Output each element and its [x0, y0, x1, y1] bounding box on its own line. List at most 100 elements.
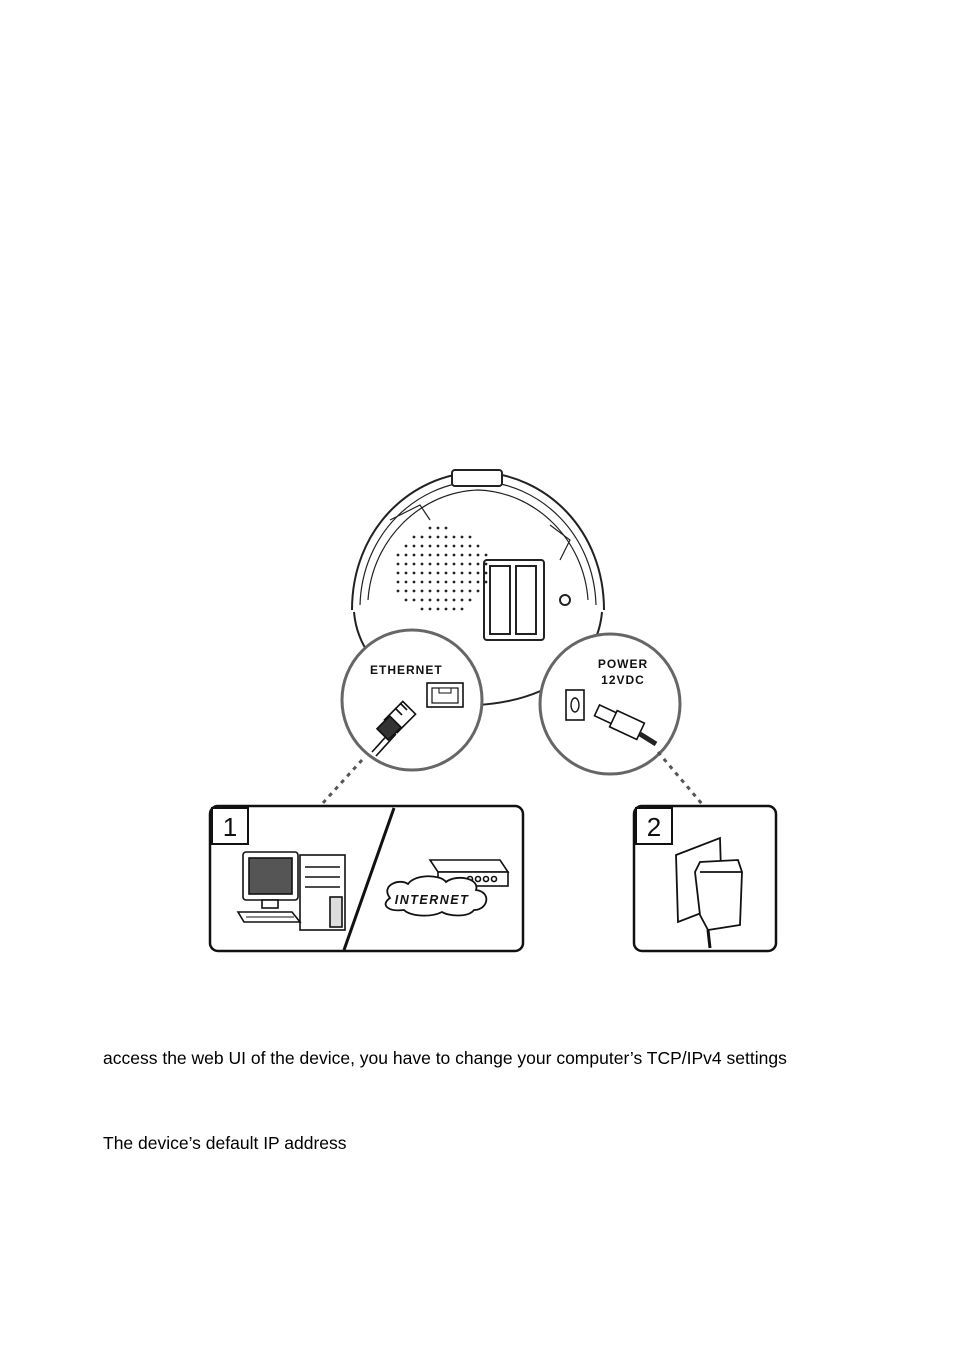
vent-dot [420, 562, 424, 566]
vent-dot [476, 544, 480, 548]
step-1-panel: 1 INTERNET [208, 804, 525, 953]
vent-dot [436, 526, 440, 530]
vent-dot [396, 571, 400, 575]
vent-dot [404, 580, 408, 584]
vent-dot [444, 571, 448, 575]
vent-dot [396, 553, 400, 557]
vent-dot [404, 544, 408, 548]
vent-dot [460, 589, 464, 593]
ethernet-label: ETHERNET [370, 663, 443, 677]
vent-dots [396, 526, 488, 611]
vent-dot [412, 553, 416, 557]
vent-dot [476, 580, 480, 584]
vent-dot [444, 544, 448, 548]
vent-dot [476, 553, 480, 557]
power-zoom-circle: POWER 12VDC [538, 632, 682, 776]
vent-dot [444, 535, 448, 539]
vent-dot [420, 553, 424, 557]
vent-dot [452, 580, 456, 584]
vent-dot [484, 562, 488, 566]
vent-dot [396, 580, 400, 584]
vent-dot [420, 544, 424, 548]
vent-dot [412, 544, 416, 548]
vent-dot [452, 562, 456, 566]
vent-dot [428, 580, 432, 584]
vent-dot [412, 598, 416, 602]
vent-dot [468, 580, 472, 584]
vent-dot [452, 535, 456, 539]
vent-dot [484, 571, 488, 575]
leader-line-2 [656, 751, 704, 805]
vent-dot [452, 553, 456, 557]
ethernet-zoom-circle: ETHERNET [340, 628, 484, 772]
vent-dot [428, 598, 432, 602]
vent-dot [436, 571, 440, 575]
vent-dot [404, 589, 408, 593]
vent-dot [484, 553, 488, 557]
vent-dot [404, 571, 408, 575]
ethernet-port-icon [426, 682, 464, 708]
desktop-computer-icon [236, 851, 346, 931]
vent-dot [444, 526, 448, 530]
vent-dot [420, 571, 424, 575]
vent-dot [476, 589, 480, 593]
step-2-panel: 2 [632, 804, 778, 953]
vent-dot [460, 607, 464, 611]
leader-line-1 [320, 758, 364, 806]
vent-dot [420, 589, 424, 593]
vent-dot [404, 598, 408, 602]
vent-dot [436, 535, 440, 539]
vent-dot [468, 553, 472, 557]
vent-dot [428, 571, 432, 575]
vent-dot [444, 562, 448, 566]
vent-dot [444, 580, 448, 584]
vent-dot [412, 580, 416, 584]
vent-dot [404, 562, 408, 566]
connection-diagram: ETHERNET POWER 12VDC [208, 469, 778, 953]
vent-dot [436, 562, 440, 566]
vent-dot [460, 535, 464, 539]
vent-dot [428, 589, 432, 593]
vent-dot [436, 553, 440, 557]
vent-dot [444, 589, 448, 593]
vent-dot [460, 553, 464, 557]
vent-dot [468, 589, 472, 593]
vent-dot [468, 535, 472, 539]
vent-dot [428, 526, 432, 530]
internet-cloud-icon: INTERNET [384, 875, 488, 917]
vent-dot [460, 571, 464, 575]
vent-dot [420, 580, 424, 584]
vent-dot [436, 607, 440, 611]
vent-dot [484, 580, 488, 584]
vent-dot [412, 589, 416, 593]
vent-dot [476, 562, 480, 566]
vent-dot [436, 580, 440, 584]
vent-dot [452, 607, 456, 611]
body-text-line-2: The device’s default IP address [103, 1133, 347, 1153]
vent-dot [428, 607, 432, 611]
vent-dot [396, 562, 400, 566]
vent-dot [468, 544, 472, 548]
access-point-device [351, 469, 605, 707]
vent-dot [436, 544, 440, 548]
vent-dot [412, 562, 416, 566]
vent-dot [428, 562, 432, 566]
power-plug-icon [593, 703, 658, 747]
vent-dot [420, 607, 424, 611]
body-text-line-1: access the web UI of the device, you hav… [103, 1048, 787, 1068]
power-label: POWER [598, 657, 648, 671]
vent-dot [452, 571, 456, 575]
vent-dot [468, 562, 472, 566]
vent-dot [452, 589, 456, 593]
vent-dot [404, 553, 408, 557]
wall-power-adapter-icon [675, 836, 743, 949]
vent-dot [420, 598, 424, 602]
power-voltage-label: 12VDC [601, 673, 645, 687]
vent-dot [460, 598, 464, 602]
power-jack-icon [565, 689, 585, 721]
vent-dot [420, 535, 424, 539]
vent-dot [428, 544, 432, 548]
vent-dot [452, 598, 456, 602]
vent-dot [460, 580, 464, 584]
ethernet-cable-icon [371, 700, 417, 757]
